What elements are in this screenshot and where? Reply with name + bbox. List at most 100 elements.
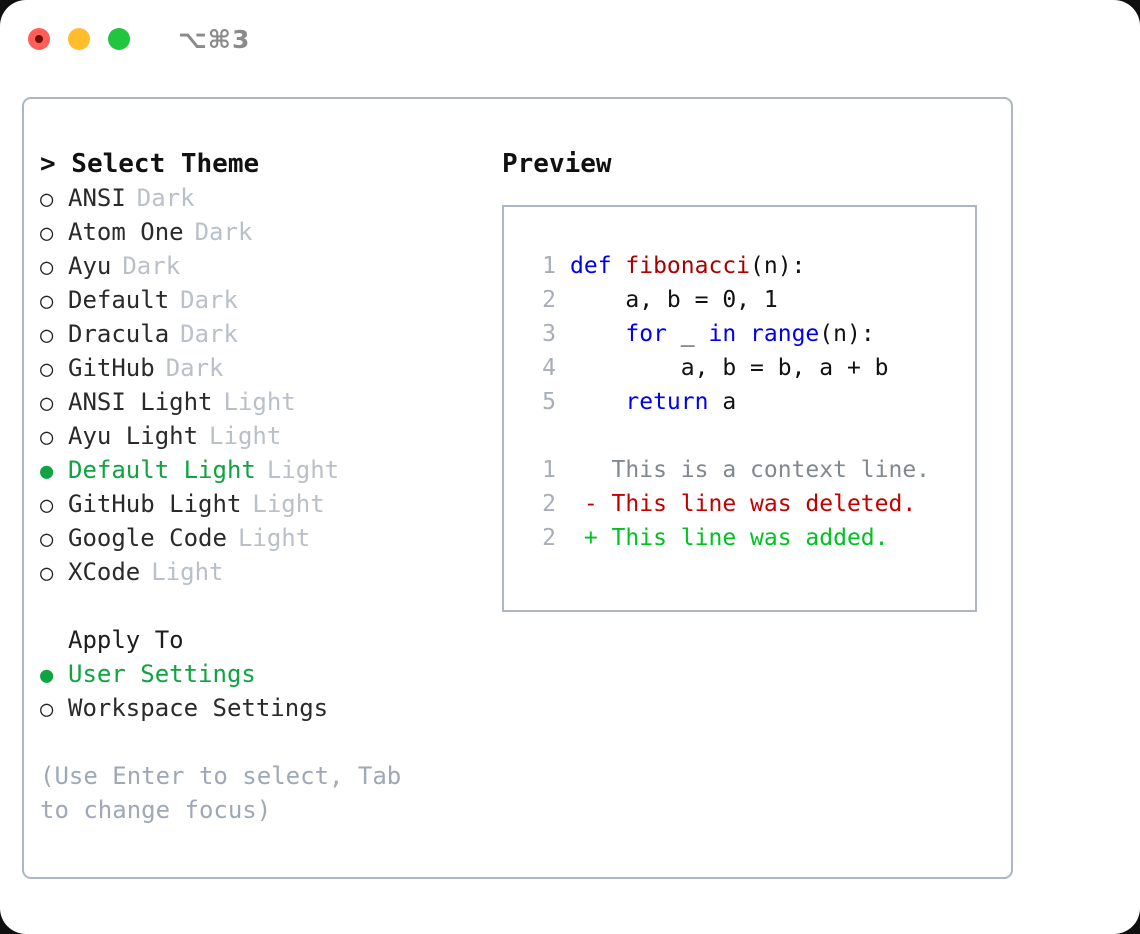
theme-option-github-light[interactable]: ○ GitHub Light Light (40, 487, 480, 521)
code-token-plain (570, 389, 625, 415)
theme-name: ANSI Light (68, 388, 213, 416)
apply-to-option-user-settings[interactable]: ● User Settings (40, 657, 480, 691)
code-token-keyword: return (625, 389, 709, 415)
theme-option-atom-one[interactable]: ○ Atom One Dark (40, 215, 480, 249)
traffic-light-group (28, 28, 130, 50)
code-token-plain: _ (666, 321, 709, 347)
theme-name: GitHub (68, 354, 155, 382)
theme-name: Ayu Light (68, 422, 199, 450)
theme-variant-label: Dark (180, 320, 238, 348)
theme-variant-label: Light (252, 490, 325, 518)
theme-variant-label: Light (237, 524, 311, 552)
code-token-plain: (n): (819, 321, 875, 347)
code-line: 2 a, b = 0, 1 (522, 283, 930, 317)
apply-to-label: Workspace Settings (68, 694, 329, 722)
radio-unselected-icon: ○ (40, 323, 54, 348)
radio-unselected-icon: ○ (40, 493, 54, 518)
diff-line-delete: 2 - This line was deleted. (522, 487, 930, 521)
theme-variant-label: Light (266, 456, 340, 484)
line-number: 4 (542, 355, 556, 381)
title-bar: ⌥⌘3 (0, 0, 1140, 78)
code-token-plain: a, b = b, a + b (570, 355, 889, 381)
radio-selected-icon: ● (40, 663, 54, 688)
theme-name: Ayu (68, 252, 112, 280)
apply-to-option-workspace-settings[interactable]: ○Workspace Settings (40, 691, 480, 725)
code-token-plain (570, 321, 625, 347)
theme-variant-label: Light (223, 388, 296, 416)
line-number: 2 (542, 525, 556, 551)
apply-to-options[interactable]: ● User Settings ○Workspace Settings (40, 657, 480, 725)
code-blank-line (522, 419, 930, 453)
theme-variant-label: Dark (194, 218, 253, 246)
radio-unselected-icon: ○ (40, 561, 54, 586)
radio-unselected-icon: ○ (40, 391, 54, 416)
theme-variant-label: Light (151, 558, 224, 586)
code-token-function: fibonacci (625, 253, 751, 279)
theme-name: Dracula (68, 320, 170, 348)
line-number: 1 (542, 253, 556, 279)
keyboard-shortcut-label: ⌥⌘3 (178, 24, 251, 54)
theme-name: ANSI (68, 184, 126, 212)
radio-unselected-icon: ○ (40, 289, 54, 314)
radio-unselected-icon: ○ (40, 255, 54, 280)
apply-to-label: User Settings (68, 660, 256, 688)
diff-line-context: 1 This is a context line. (522, 453, 930, 487)
theme-option-default-light[interactable]: ● Default Light Light (40, 453, 480, 487)
code-line: 3 for _ in range(n): (522, 317, 930, 351)
radio-selected-icon: ● (40, 459, 54, 484)
minimize-button[interactable] (68, 28, 90, 50)
keyboard-hint: (Use Enter to select, Tab to change focu… (40, 762, 402, 824)
theme-name: XCode (68, 558, 141, 586)
code-line: 5 return a (522, 385, 930, 419)
maximize-button[interactable] (108, 28, 130, 50)
code-text: def fibonacci(n): (570, 249, 805, 283)
radio-unselected-icon: ○ (40, 221, 54, 246)
theme-option-github[interactable]: ○ GitHub Dark (40, 351, 480, 385)
theme-name: GitHub Light (68, 490, 242, 518)
code-token-plain (736, 321, 750, 347)
radio-unselected-icon: ○ (40, 425, 54, 450)
code-token-keyword: for (625, 321, 667, 347)
line-number: 1 (542, 457, 556, 483)
select-theme-title: > Select Theme (40, 149, 260, 179)
code-text: for _ in range(n): (570, 317, 875, 351)
code-line: 1 def fibonacci(n): (522, 249, 930, 283)
theme-variant-label: Dark (165, 354, 224, 382)
code-line: 4 a, b = b, a + b (522, 351, 930, 385)
diff-text: This is a context line. (570, 457, 931, 483)
theme-variant-label: Dark (122, 252, 181, 280)
diff-text: + This line was added. (570, 525, 889, 551)
theme-option-dracula[interactable]: ○ Dracula Dark (40, 317, 480, 351)
line-number: 5 (542, 389, 556, 415)
code-text: a, b = b, a + b (570, 351, 889, 385)
theme-option-ansi-light[interactable]: ○ ANSI Light Light (40, 385, 480, 419)
code-text: return a (570, 385, 736, 419)
code-text: a, b = 0, 1 (570, 283, 778, 317)
radio-unselected-icon: ○ (40, 187, 54, 212)
theme-name: Google Code (68, 524, 227, 552)
theme-name: Default Light (68, 456, 256, 484)
preview-title: Preview (502, 149, 612, 179)
diff-line-add: 2 + This line was added. (522, 521, 930, 555)
diff-text: - This line was deleted. (570, 491, 917, 517)
line-number: 2 (542, 287, 556, 313)
close-button[interactable] (28, 28, 50, 50)
radio-unselected-icon: ○ (40, 357, 54, 382)
theme-variant-label: Light (209, 422, 282, 450)
theme-option-ayu-light[interactable]: ○ Ayu Light Light (40, 419, 480, 453)
theme-option-ayu[interactable]: ○ Ayu Dark (40, 249, 480, 283)
line-number: 3 (542, 321, 556, 347)
code-token-plain: (n): (750, 253, 806, 279)
line-number: 2 (542, 491, 556, 517)
code-token-plain: a, b = 0, 1 (570, 287, 778, 313)
theme-name: Atom One (68, 218, 184, 246)
theme-option-xcode[interactable]: ○ XCode Light (40, 555, 480, 589)
